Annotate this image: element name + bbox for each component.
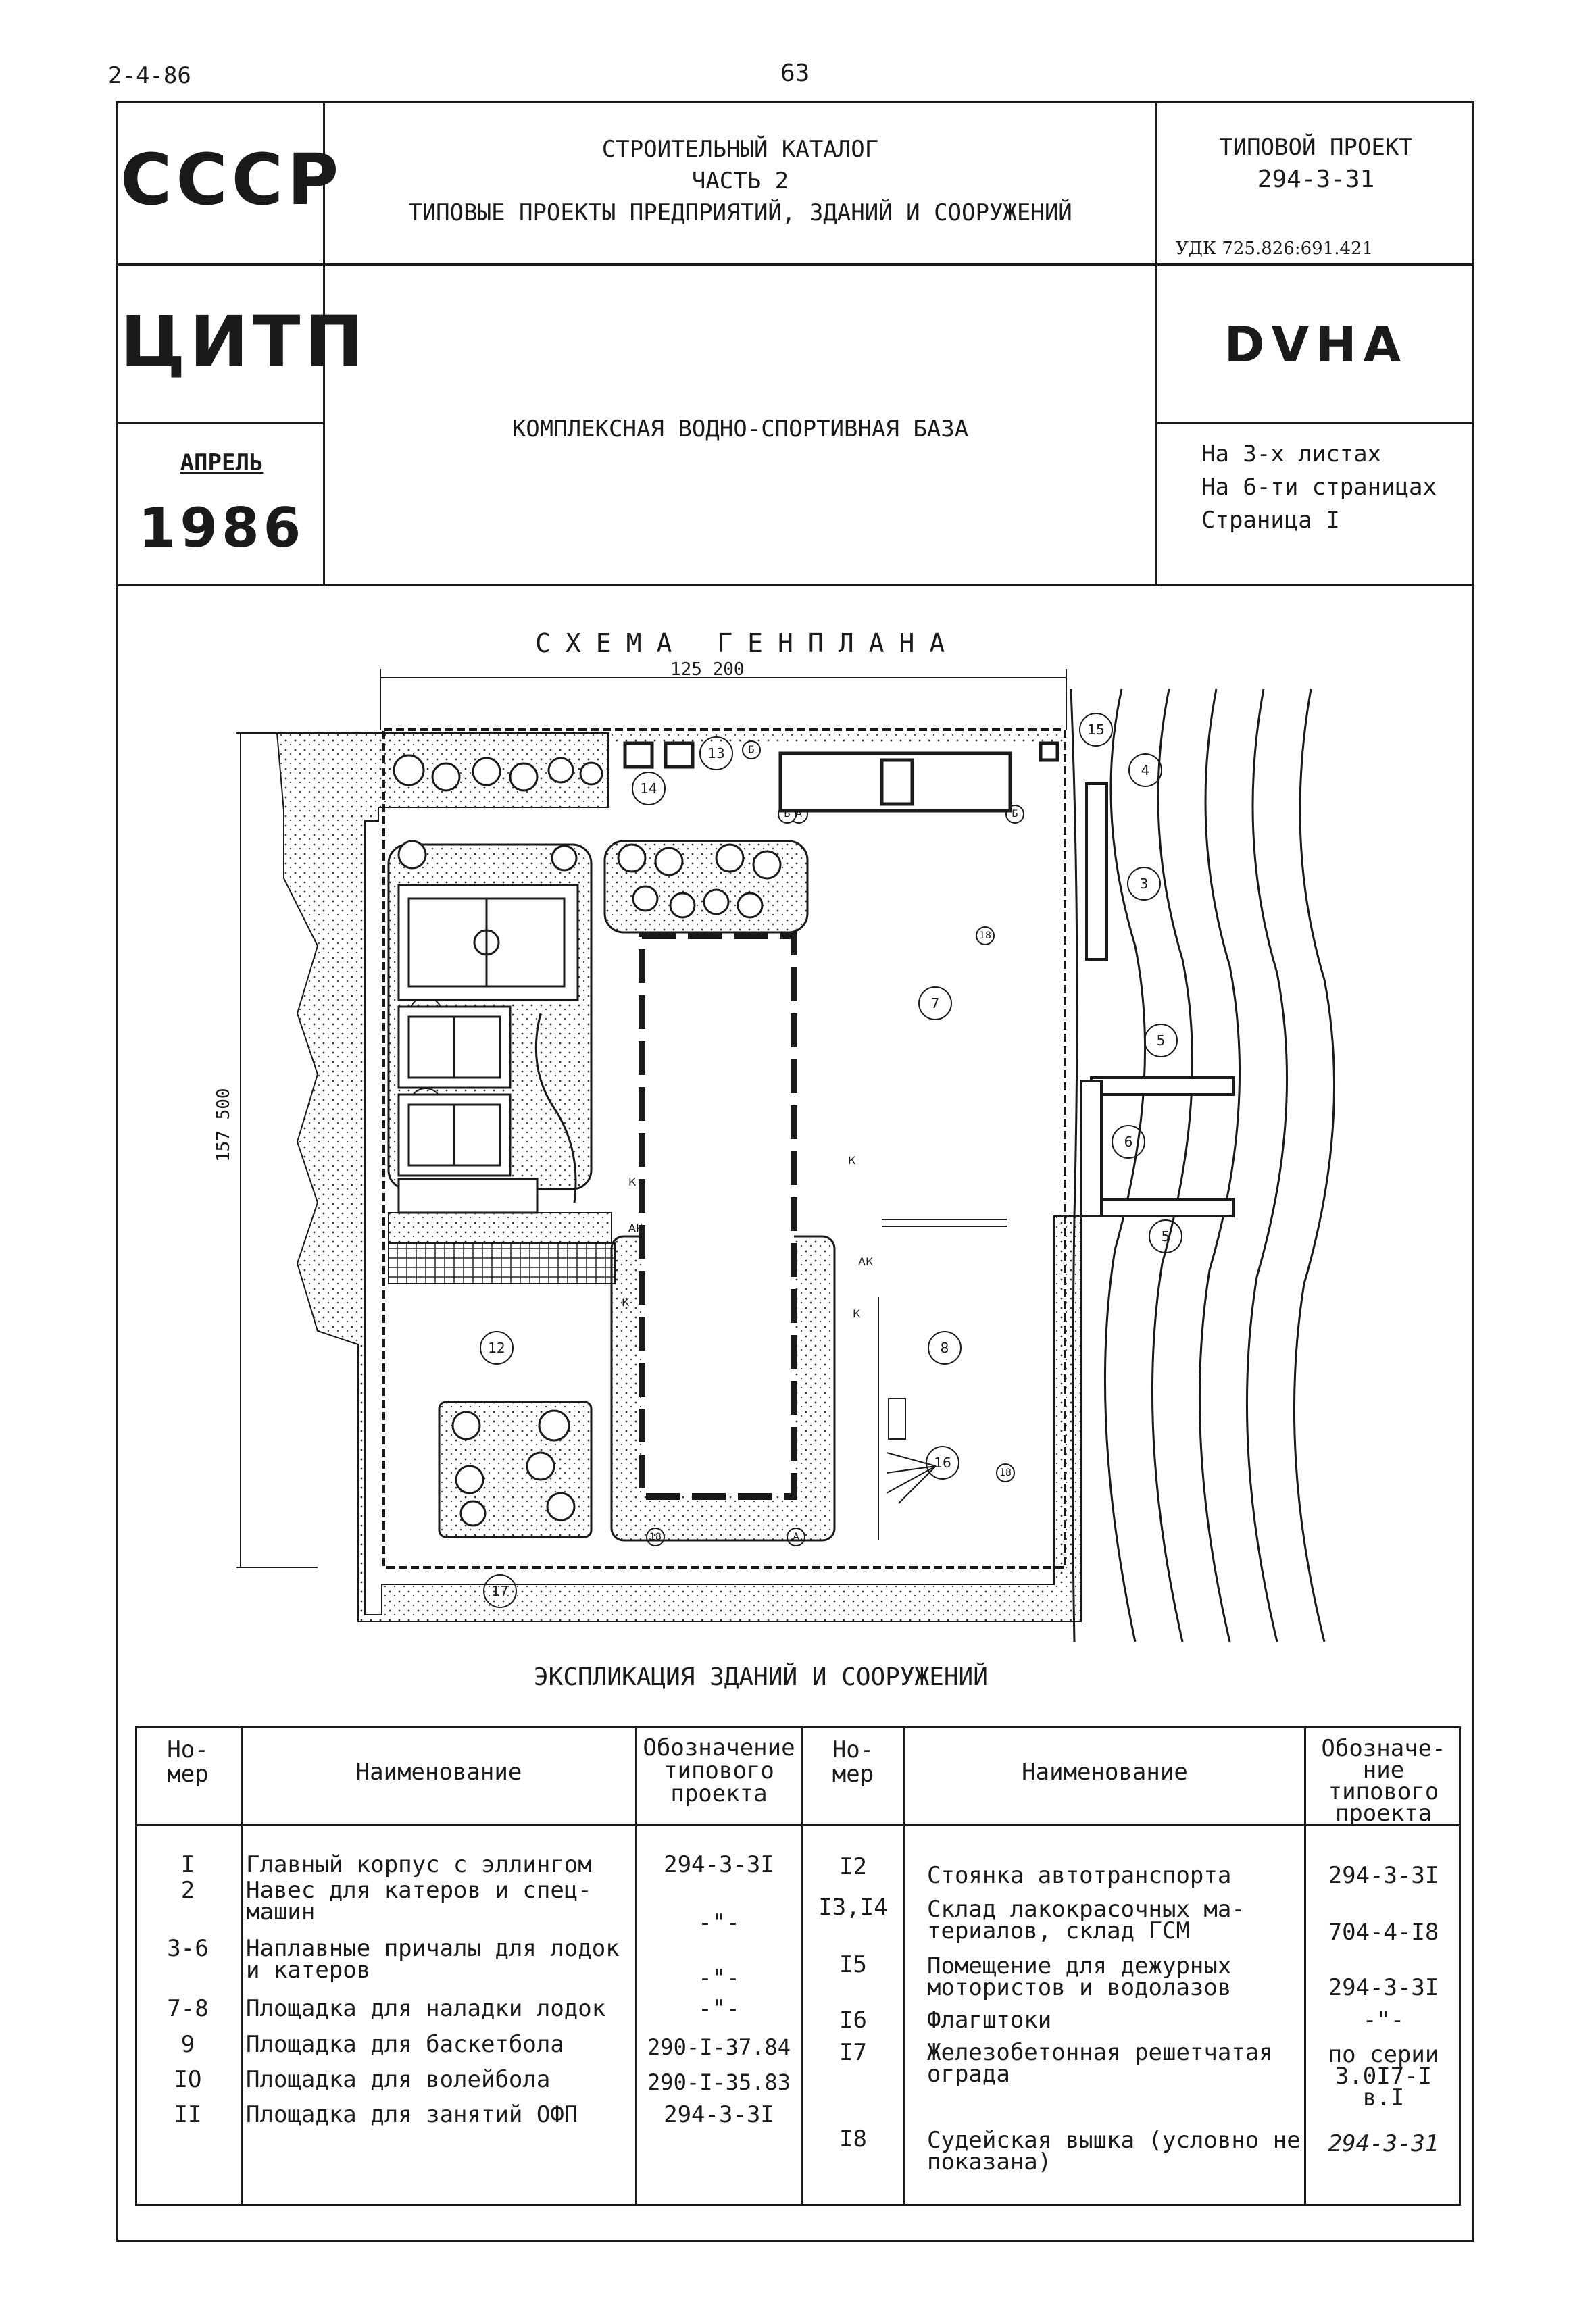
typical-project-label: ТИПОВОЙ ПРОЕКТ	[1219, 134, 1413, 161]
header-name2: Наименование	[1022, 1759, 1188, 1786]
plan-title: СХЕМА ГЕНПЛАНА	[535, 628, 960, 658]
row-name: Площадка для баскетбола	[246, 2031, 564, 2058]
row-name: ограда	[927, 2061, 1010, 2088]
sheets-info: На 3-х листах На 6-ти страницах Страница…	[1201, 441, 1437, 534]
row-num: I	[180, 1851, 195, 1878]
row-code: 704-4-I8	[1328, 1919, 1439, 1946]
sports-zone	[387, 843, 593, 1214]
row-code: -"-	[698, 1995, 740, 2022]
row-name: Площадка для волейбола	[246, 2066, 551, 2093]
river	[1070, 688, 1336, 1642]
udk-code: УДК 725.826:691.421	[1176, 238, 1374, 259]
row-code: 294-3-3I	[1328, 1862, 1439, 1889]
header-frame	[116, 101, 1474, 586]
explication-table	[135, 1726, 1461, 2206]
green-belt	[276, 732, 1082, 1622]
row-code: 294-3-31	[1328, 2130, 1439, 2157]
row-num: I2	[839, 1853, 867, 1880]
row-name: Стоянка автотранспорта	[927, 1862, 1232, 1889]
row-name: Площадка для занятий ОФП	[246, 2101, 578, 2128]
catalog-title: СТРОИТЕЛЬНЫЙ КАТАЛОГ ЧАСТЬ 2 ТИПОВЫЕ ПРО…	[408, 136, 1072, 226]
row-num: I5	[839, 1951, 867, 1978]
explication-title: ЭКСПЛИКАЦИЯ ЗДАНИЙ И СООРУЖЕНИЙ	[534, 1663, 988, 1691]
row-name: Главный корпус с эллингом	[246, 1851, 592, 1878]
row-num: II	[174, 2101, 202, 2128]
flagpoles	[878, 1219, 1007, 1540]
citp-mark: ЦИТП	[120, 301, 368, 383]
row-name: мотористов и водолазов	[927, 1974, 1232, 2001]
row-num: 7-8	[167, 1995, 209, 2022]
row-name: показана)	[927, 2148, 1052, 2175]
header-num2: Но- мер	[832, 1736, 874, 1788]
row-code: 290-I-37.84	[647, 2034, 791, 2060]
row-num: 9	[180, 2031, 195, 2058]
header-designation2: Обозначе- ние типового проекта	[1321, 1735, 1446, 1827]
project-code: DVHA	[1224, 316, 1408, 373]
row-code: по серии 3.0I7-I в.I	[1328, 2041, 1439, 2111]
row-code: 294-3-3I	[1328, 1974, 1439, 2001]
row-num: I8	[839, 2126, 867, 2153]
row-name: Навес для катеров и спец-	[246, 1877, 592, 1904]
site-fence	[382, 728, 1066, 1569]
plan-dim-width: 125 200	[670, 659, 745, 680]
row-num: I6	[839, 2007, 867, 2034]
issue-month: АПРЕЛЬ	[180, 449, 264, 476]
main-building	[639, 932, 797, 1500]
row-num: 3-6	[167, 1935, 209, 1962]
row-name: Склад лакокрасочных ма-	[927, 1896, 1245, 1923]
row-code: -"-	[1362, 2007, 1405, 2034]
row-num: 2	[180, 1877, 195, 1904]
row-code: -"-	[698, 1909, 740, 1936]
row-name: териалов, склад ГСМ	[927, 1917, 1190, 1944]
page-code: 2-4-86	[108, 62, 191, 89]
row-name: машин	[246, 1898, 316, 1926]
row-num: I7	[839, 2039, 867, 2066]
dotted-strip	[388, 1212, 612, 1244]
paved-strip	[388, 1242, 616, 1284]
issue-year: 1986	[138, 497, 305, 559]
project-title: КОМПЛЕКСНАЯ ВОДНО-СПОРТИВНАЯ БАЗА	[512, 416, 969, 443]
row-name: Наплавные причалы для лодок	[246, 1935, 620, 1962]
row-code: 290-I-35.83	[647, 2069, 791, 2095]
page-number: 63	[780, 59, 810, 87]
row-name: Судейская вышка (условно не	[927, 2127, 1301, 2154]
dimension-lines	[236, 669, 1067, 1568]
header-name: Наименование	[355, 1759, 522, 1786]
header-num: Но- мер	[167, 1736, 209, 1788]
row-num: IO	[174, 2066, 202, 2093]
tree-clusters	[393, 754, 782, 919]
typical-project-number: 294-3-31	[1257, 166, 1375, 193]
piers	[1080, 782, 1235, 1217]
ussr-mark: СССР	[120, 139, 343, 221]
row-code: -"-	[698, 1965, 740, 1992]
row-name: Площадка для наладки лодок	[246, 1995, 606, 2022]
storage-buildings	[623, 741, 1059, 813]
row-name: Помещение для дежурных	[927, 1953, 1232, 1980]
row-name: Флагштоки	[927, 2007, 1052, 2034]
header-designation: Обозначение типового проекта	[643, 1734, 795, 1807]
row-num: I3,I4	[818, 1894, 888, 1921]
row-name: и катеров	[246, 1957, 371, 1984]
site-plan	[236, 669, 1336, 1642]
row-code: 294-3-3I	[664, 2101, 774, 2128]
row-code: 294-3-3I	[664, 1851, 774, 1878]
row-name: Железобетонная решетчатая	[927, 2039, 1273, 2066]
